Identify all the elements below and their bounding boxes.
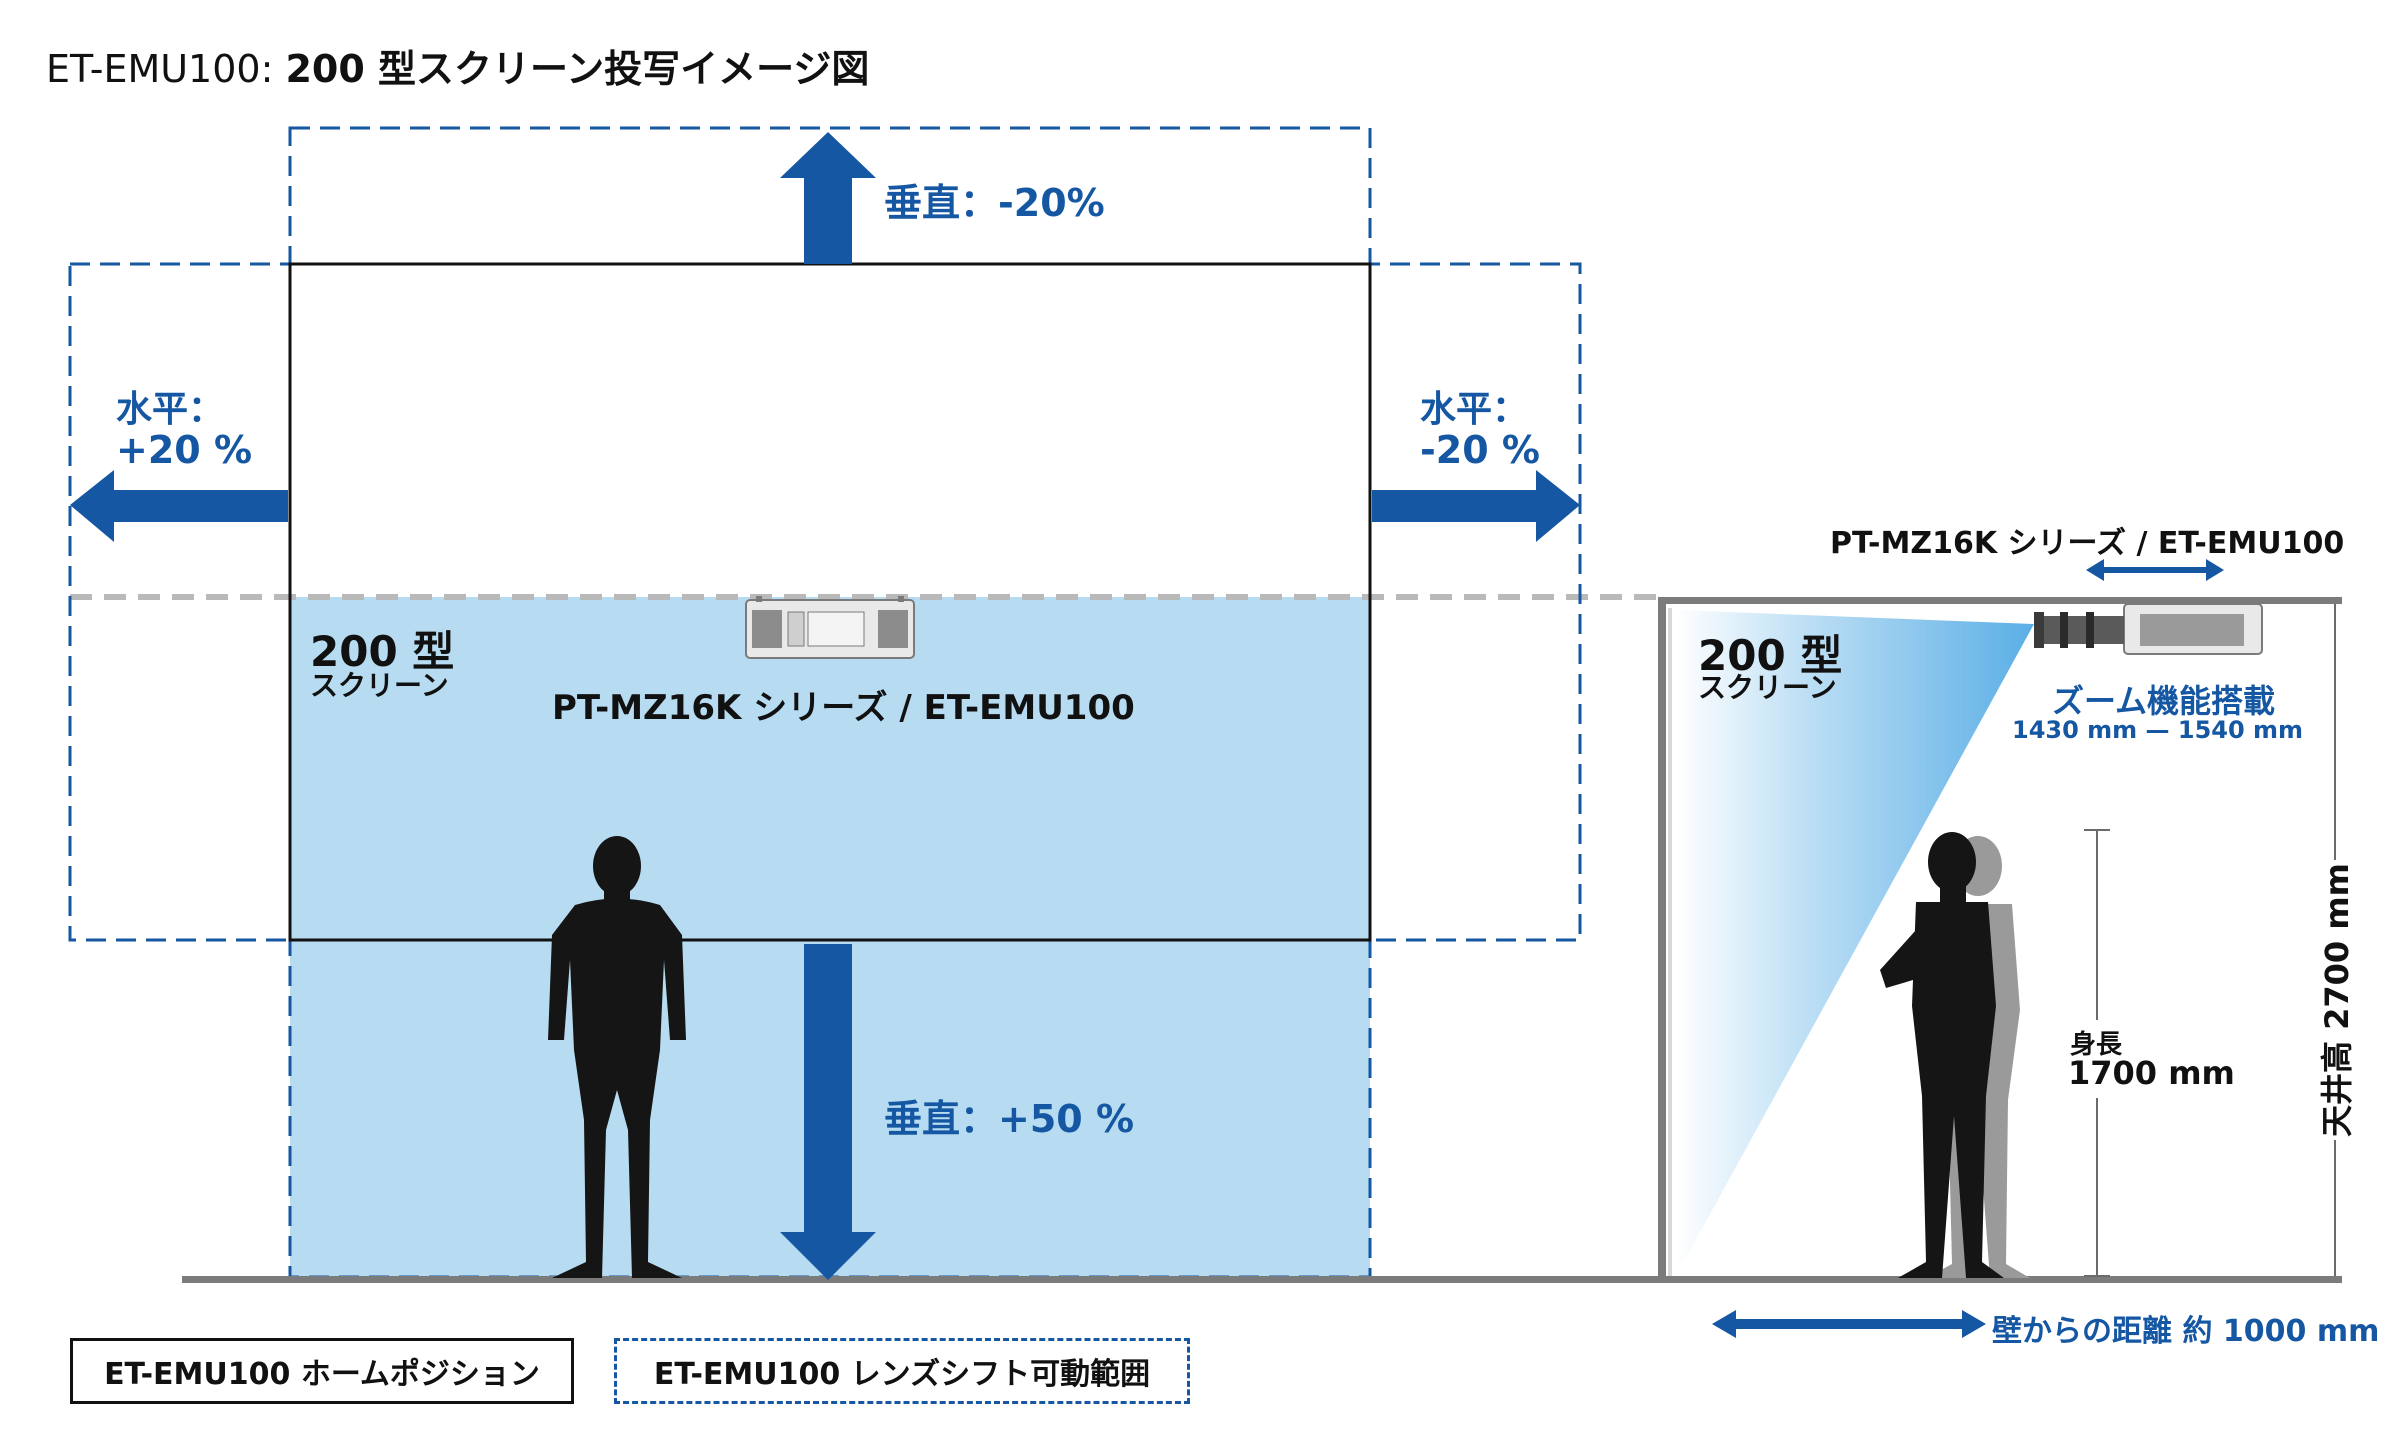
vertical-down-arrow bbox=[780, 944, 876, 1280]
person-side-silhouette bbox=[1880, 832, 2004, 1278]
horizontal-right-arrow bbox=[1372, 470, 1580, 542]
side-wall-inner bbox=[1668, 608, 1672, 1276]
horizontal-right-label-2: -20 % bbox=[1420, 428, 1540, 472]
floor-line bbox=[182, 1276, 2342, 1283]
side-screen-word-label: スクリーン bbox=[1698, 671, 1837, 704]
screen-word-label: スクリーン bbox=[310, 669, 449, 702]
zoom-range-label: 1430 mm — 1540 mm bbox=[2012, 716, 2304, 744]
height-dimension bbox=[2084, 829, 2110, 1277]
page-title: ET-EMU100: 200 型スクリーン投写イメージ図 bbox=[46, 38, 869, 93]
title-model: ET-EMU100: bbox=[46, 47, 274, 91]
height-label: 身長 bbox=[2070, 1030, 2123, 1060]
horizontal-right-label-1: 水平： bbox=[1420, 389, 1529, 430]
legend-shift-range: ET-EMU100 レンズシフト可動範囲 bbox=[614, 1338, 1190, 1404]
projector-side-icon bbox=[2034, 603, 2263, 655]
projection-beam bbox=[1676, 610, 2034, 1276]
zoom-arrow bbox=[2086, 559, 2224, 581]
person-front-silhouette bbox=[548, 836, 686, 1278]
horizontal-left-arrow bbox=[70, 470, 288, 542]
distance-label: 壁からの距離 約 1000 mm bbox=[1992, 1314, 2380, 1349]
legend-home-label: ET-EMU100 ホームポジション bbox=[104, 1357, 540, 1392]
zoom-title-label: ズーム機能搭載 bbox=[2052, 682, 2276, 720]
side-ceiling bbox=[1658, 597, 2342, 604]
vertical-down-label: 垂直：+50 % bbox=[884, 1097, 1135, 1141]
side-wall bbox=[1658, 597, 1666, 1280]
height-value-label: 1700 mm bbox=[2068, 1054, 2235, 1092]
title-text: 200 型スクリーン投写イメージ図 bbox=[285, 47, 870, 91]
legend-shift-label: ET-EMU100 レンズシフト可動範囲 bbox=[653, 1357, 1151, 1392]
side-screen-size-label: 200 型 bbox=[1698, 631, 1843, 680]
distance-arrow bbox=[1712, 1310, 1986, 1338]
ceiling-height-label: 天井高 2700 mm bbox=[2318, 862, 2356, 1138]
horizontal-left-label-1: 水平： bbox=[116, 389, 225, 430]
vertical-up-arrow bbox=[780, 132, 876, 264]
projector-front-icon bbox=[745, 596, 915, 659]
projector-front-label: PT-MZ16K シリーズ / ET-EMU100 bbox=[552, 688, 1135, 728]
vertical-up-label: 垂直：-20% bbox=[884, 181, 1105, 225]
legend-home-position: ET-EMU100 ホームポジション bbox=[70, 1338, 574, 1404]
screen-size-label: 200 型 bbox=[310, 627, 455, 676]
horizontal-left-label-2: +20 % bbox=[116, 428, 253, 472]
projector-side-label: PT-MZ16K シリーズ / ET-EMU100 bbox=[1830, 526, 2345, 561]
